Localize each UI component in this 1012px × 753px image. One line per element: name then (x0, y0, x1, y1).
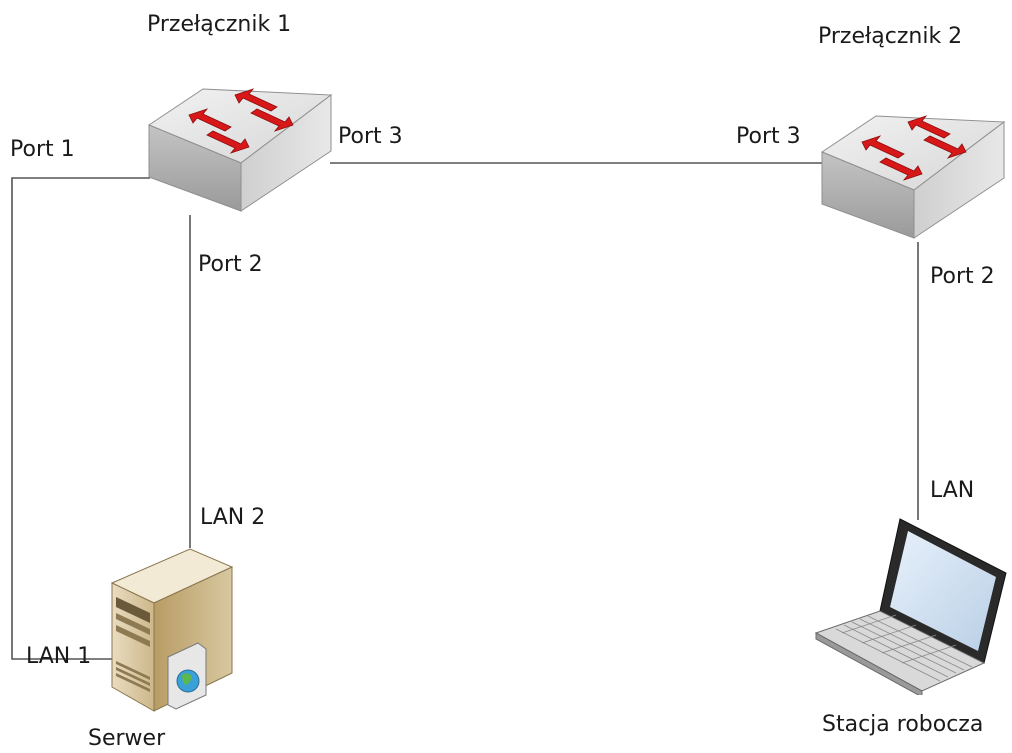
workstation-label: Stacja robocza (822, 712, 984, 737)
tower-server-icon (110, 548, 234, 712)
server-lan1-label: LAN 1 (26, 644, 92, 669)
server-label: Serwer (88, 726, 166, 751)
switch2-port2-label: Port 2 (930, 264, 995, 289)
switch1-label: Przełącznik 1 (147, 12, 292, 37)
laptop-icon (814, 518, 1007, 695)
switch1-port3-label: Port 3 (338, 124, 403, 149)
switch2-label: Przełącznik 2 (818, 24, 963, 49)
workstation-lan-label: LAN (930, 478, 975, 503)
switch1-port2-label: Port 2 (198, 252, 263, 277)
network-switch-icon (147, 88, 333, 212)
switch1-port1-label: Port 1 (10, 137, 75, 162)
network-switch-icon (820, 115, 1006, 239)
switch2-port3-label: Port 3 (736, 124, 801, 149)
link-switch1-port1-to-server-lan1 (11, 177, 150, 660)
server-lan2-label: LAN 2 (200, 505, 266, 530)
